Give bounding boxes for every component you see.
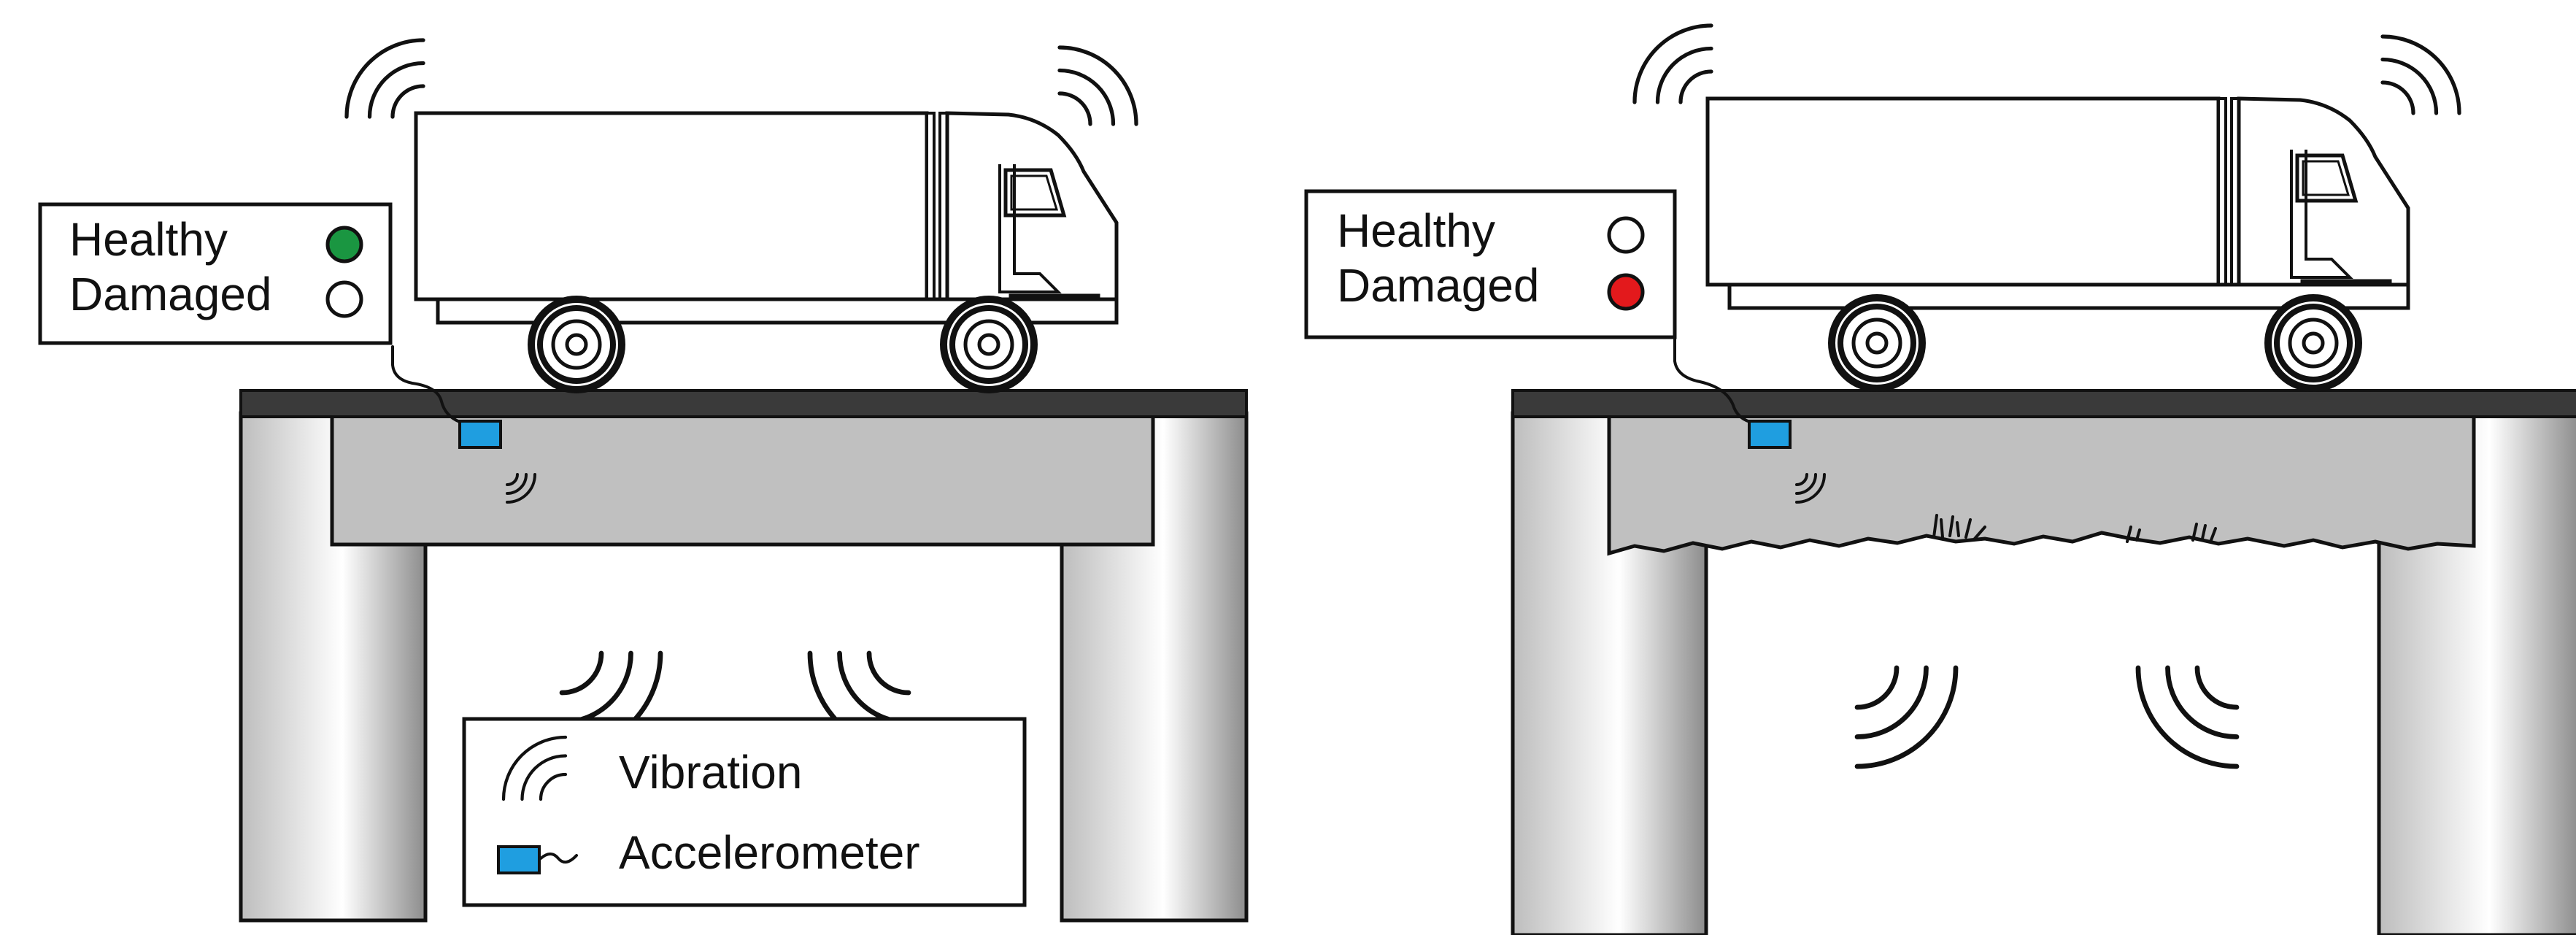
accelerometer-icon (458, 420, 502, 449)
legend: Vibration Accelerometer (462, 717, 1027, 907)
accelerometer-icon (1748, 420, 1792, 449)
bridge-deck (239, 389, 1248, 418)
status-panel: Healthy Damaged (1304, 189, 1677, 339)
status-panel: Healthy Damaged (38, 202, 393, 345)
damaged-bridge-scene: Healthy Damaged (1304, 26, 2576, 935)
legend-vibration-label: Vibration (619, 746, 802, 799)
accelerometer-wire-icon (539, 853, 578, 864)
bridge-girder (330, 411, 1155, 547)
damaged-indicator-icon (1607, 273, 1645, 311)
truck (416, 113, 1117, 390)
healthy-bridge-scene: Healthy Damaged Vibration Accelerometer (38, 40, 1249, 923)
healthy-indicator-icon (325, 226, 363, 263)
truck (1708, 99, 2408, 388)
healthy-indicator-icon (1607, 216, 1645, 254)
damaged-bridge-girder (1607, 411, 2476, 556)
girder-vibration-icon (1857, 668, 1956, 766)
healthy-label: Healthy (69, 213, 228, 266)
damaged-indicator-icon (325, 280, 363, 318)
girder-vibration-icon (2138, 668, 2237, 766)
sensor-wire (391, 345, 461, 423)
healthy-label: Healthy (1337, 204, 1495, 257)
crack-marks (1932, 514, 2217, 543)
sensor-wire (1673, 338, 1751, 423)
accelerometer-icon (497, 845, 541, 874)
damaged-label: Damaged (1337, 259, 1540, 312)
bridge-deck (1511, 389, 2576, 418)
legend-accelerometer-label: Accelerometer (619, 826, 920, 879)
damaged-label: Damaged (69, 268, 272, 320)
